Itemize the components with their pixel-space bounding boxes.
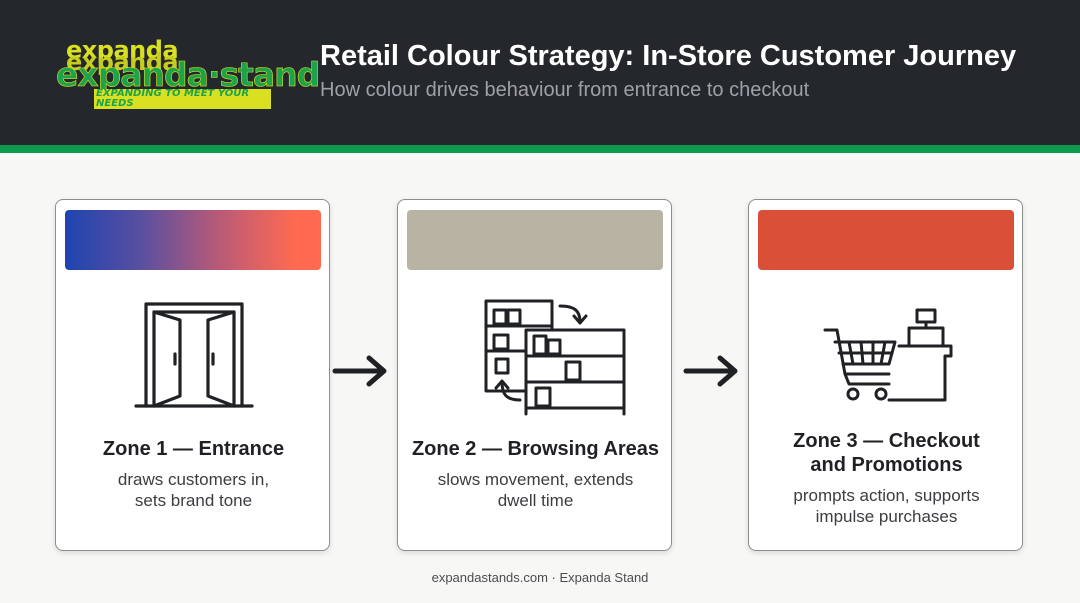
- zone-card-entrance: Zone 1 — Entrance draws customers in, se…: [55, 199, 330, 551]
- logo-wordmark: expanda·stand: [56, 55, 321, 94]
- zone-3-desc-line-1: prompts action, supports: [793, 486, 980, 505]
- zone-1-colour-swatch: [65, 210, 321, 270]
- zone-card-browsing: Zone 2 — Browsing Areas slows movement, …: [397, 199, 672, 551]
- zone-1-description: draws customers in, sets brand tone: [86, 469, 301, 511]
- shelves-flow-icon: [398, 296, 673, 421]
- zone-3-title-line-2: and Promotions: [810, 454, 963, 476]
- double-door-icon: [56, 300, 331, 417]
- zone-3-title-line-1: Zone 3 — Checkout: [793, 430, 980, 452]
- zone-1-desc-line-2: sets brand tone: [134, 491, 253, 510]
- zone-3-desc-line-2: impulse purchases: [815, 507, 958, 526]
- zone-2-desc-line-2: dwell time: [497, 491, 574, 510]
- zone-2-colour-swatch: [407, 210, 663, 270]
- footer-credit: expandastands.com · Expanda Stand: [431, 570, 649, 585]
- zone-2-description: slows movement, extends dwell time: [428, 469, 643, 511]
- brand-logo: expanda expanda expanda·stand EXPANDING …: [56, 36, 321, 109]
- arrow-right-icon: [331, 350, 391, 392]
- logo-line-2: expanda: [66, 48, 179, 76]
- zone-3-title: Zone 3 — Checkout and Promotions: [749, 429, 1024, 477]
- header-banner: [0, 0, 1080, 145]
- accent-stripe: [0, 145, 1080, 153]
- logo-tagline: EXPANDING TO MEET YOUR NEEDS: [94, 89, 271, 109]
- zone-2-title-line: Zone 2 — Browsing Areas: [411, 438, 660, 460]
- zone-1-title-line: Zone 1 — Entrance: [102, 438, 285, 460]
- zone-1-title: Zone 1 — Entrance: [56, 437, 331, 461]
- page-title: Retail Colour Strategy: In-Store Custome…: [320, 40, 1017, 72]
- logo-line-1: expanda: [66, 36, 179, 64]
- zone-3-description: prompts action, supports impulse purchas…: [779, 485, 994, 527]
- page-subtitle: How colour drives behaviour from entranc…: [320, 79, 810, 101]
- zone-1-desc-line-1: draws customers in,: [117, 470, 270, 489]
- arrow-right-icon: [682, 350, 742, 392]
- zone-2-desc-line-1: slows movement, extends: [437, 470, 634, 489]
- cart-checkout-icon: [749, 304, 1024, 409]
- zone-2-title: Zone 2 — Browsing Areas: [398, 437, 673, 461]
- zone-3-colour-swatch: [758, 210, 1014, 270]
- zone-card-checkout: Zone 3 — Checkout and Promotions prompts…: [748, 199, 1023, 551]
